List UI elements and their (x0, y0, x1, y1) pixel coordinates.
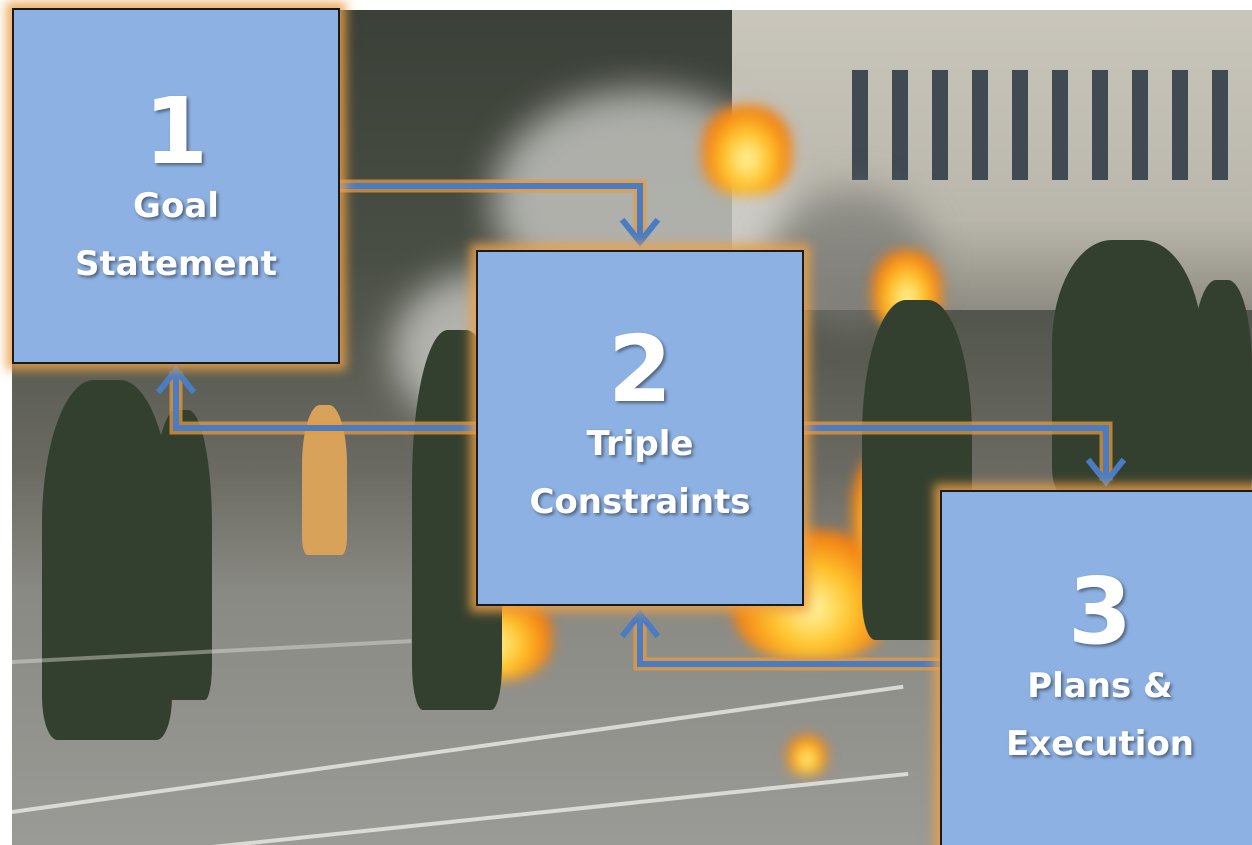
arrow-1-to-2 (337, 183, 643, 243)
fire (702, 105, 792, 195)
arrowhead-up-icon (619, 609, 661, 639)
arrowhead-down-icon (619, 217, 661, 247)
step-label-line: Goal (133, 186, 219, 227)
step-label-line: Execution (1005, 724, 1195, 764)
building-window (852, 70, 868, 180)
arrowhead-up-icon (155, 365, 197, 395)
step-label: Plans & Execution (1006, 658, 1194, 774)
building-window (1212, 70, 1228, 180)
fire (787, 735, 827, 775)
step-label-line: Plans & (1027, 666, 1173, 707)
arrow-heads (155, 217, 1127, 639)
building-window (1012, 70, 1028, 180)
arrow-2-to-1 (173, 369, 479, 431)
building-window (1132, 70, 1148, 180)
soldier-figure (1192, 280, 1252, 500)
soldier-figure (1052, 240, 1202, 500)
triple-constraints-box: 2 Triple Constraints (476, 250, 804, 606)
step-label: Triple Constraints (529, 416, 750, 532)
goal-statement-box: 1 Goal Statement (12, 8, 340, 364)
building-window (972, 70, 988, 180)
soldier-figure (42, 380, 172, 740)
step-label-line: Constraints (529, 482, 751, 522)
step-label: Goal Statement (75, 178, 277, 294)
step-number: 2 (607, 316, 672, 424)
arrow-lines (173, 183, 1109, 667)
building-window (1172, 70, 1188, 180)
arrowhead-down-icon (1085, 457, 1127, 487)
soldier-figure (152, 410, 212, 700)
building-window (932, 70, 948, 180)
building-window (1052, 70, 1068, 180)
building-window (1092, 70, 1108, 180)
step-label-line: Statement (75, 244, 277, 284)
step-label-line: Triple (586, 424, 694, 465)
arrow-2-to-3 (801, 425, 1109, 483)
building-window (892, 70, 908, 180)
step-number: 3 (1067, 558, 1132, 666)
step-number: 1 (143, 78, 208, 186)
arrow-3-to-2 (637, 613, 943, 667)
plans-execution-box: 3 Plans & Execution (940, 490, 1252, 845)
